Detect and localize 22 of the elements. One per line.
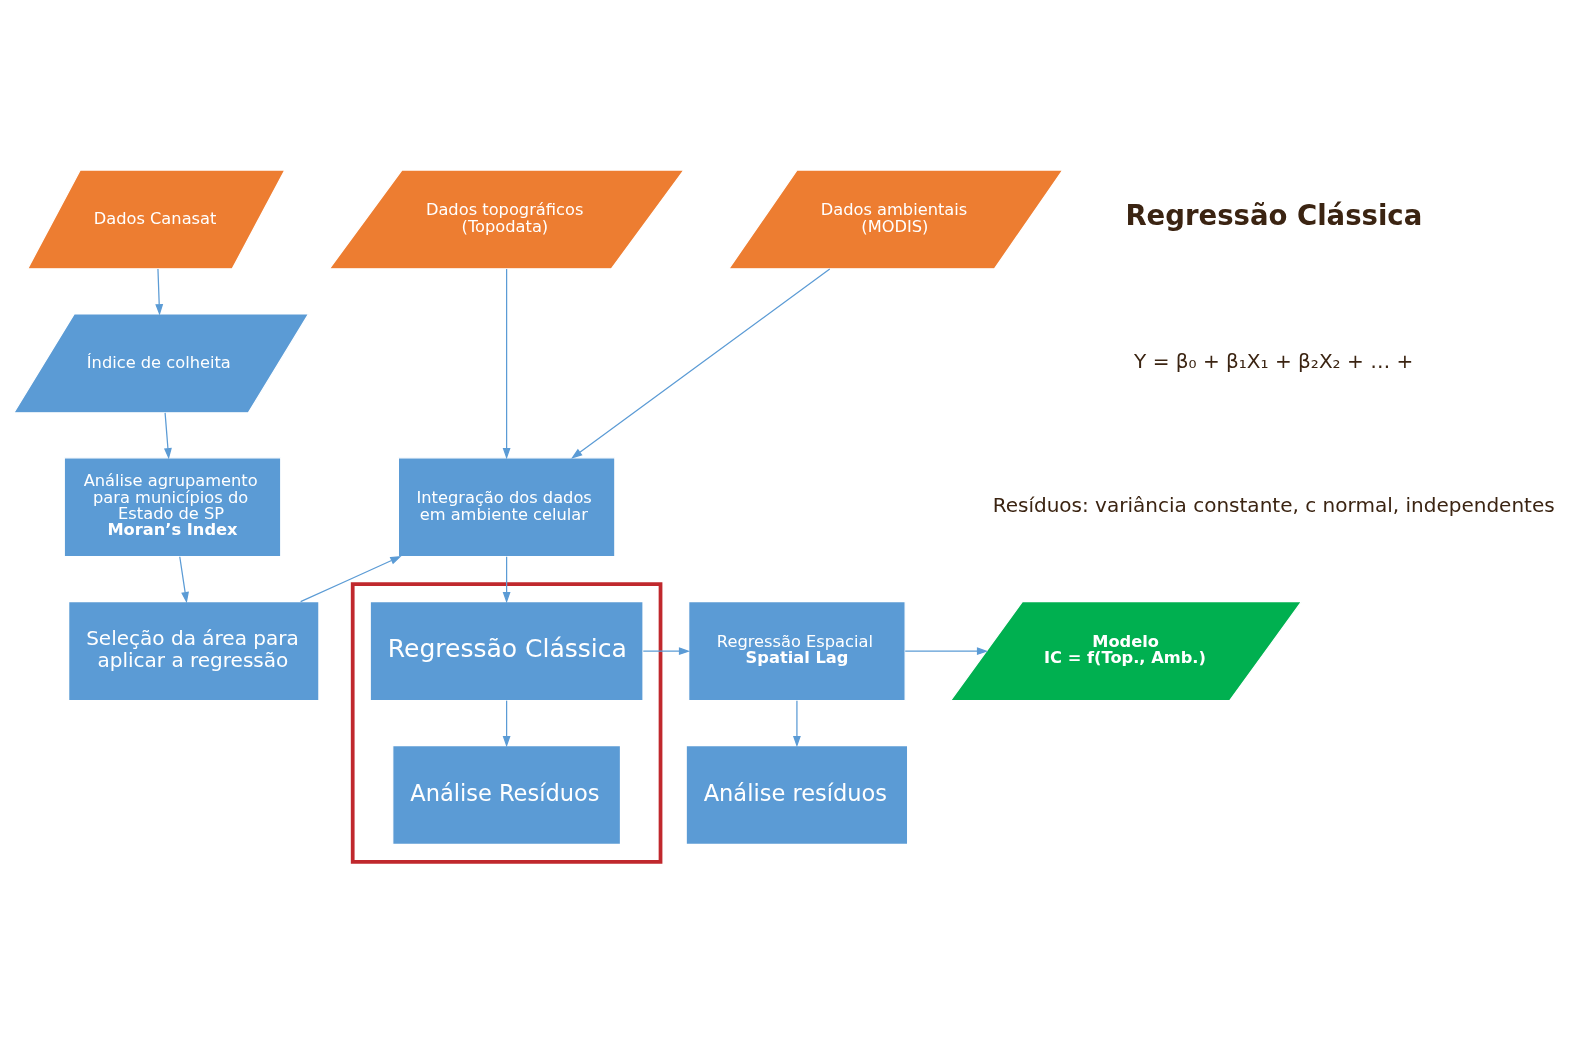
arrow: [502, 267, 511, 459]
node-box: Análise agrupamento para municípios do Estado de SP Moran’s Index: [63, 456, 282, 557]
label: Resíduos: variância constante, c normal, independentes: [992, 492, 1555, 517]
arrow: [642, 646, 691, 655]
node-box: Integração dos dados em ambiente celular: [397, 456, 616, 557]
arrow: [904, 646, 989, 655]
arrow: [571, 267, 831, 459]
node-box: Regressão Espacial Spatial Lag: [688, 600, 906, 701]
arrow: [300, 555, 402, 602]
label: Y = β₀ + β₁X₁ + β₂X₂ + … +: [1134, 348, 1414, 373]
arrow: [155, 267, 164, 315]
arrow: [163, 411, 172, 459]
arrow: [179, 555, 189, 603]
node-box: Análise resíduos: [685, 744, 909, 845]
node-box: Análise Resíduos: [392, 744, 622, 845]
arrow: [502, 699, 511, 747]
node-box: Seleção da área para aplicar a regressão: [68, 600, 320, 701]
label: Regressão Clássica: [1125, 198, 1423, 231]
arrow: [792, 699, 801, 747]
arrow: [502, 555, 511, 603]
cluster: [350, 581, 663, 864]
node-box: Regressão Clássica: [369, 600, 644, 701]
